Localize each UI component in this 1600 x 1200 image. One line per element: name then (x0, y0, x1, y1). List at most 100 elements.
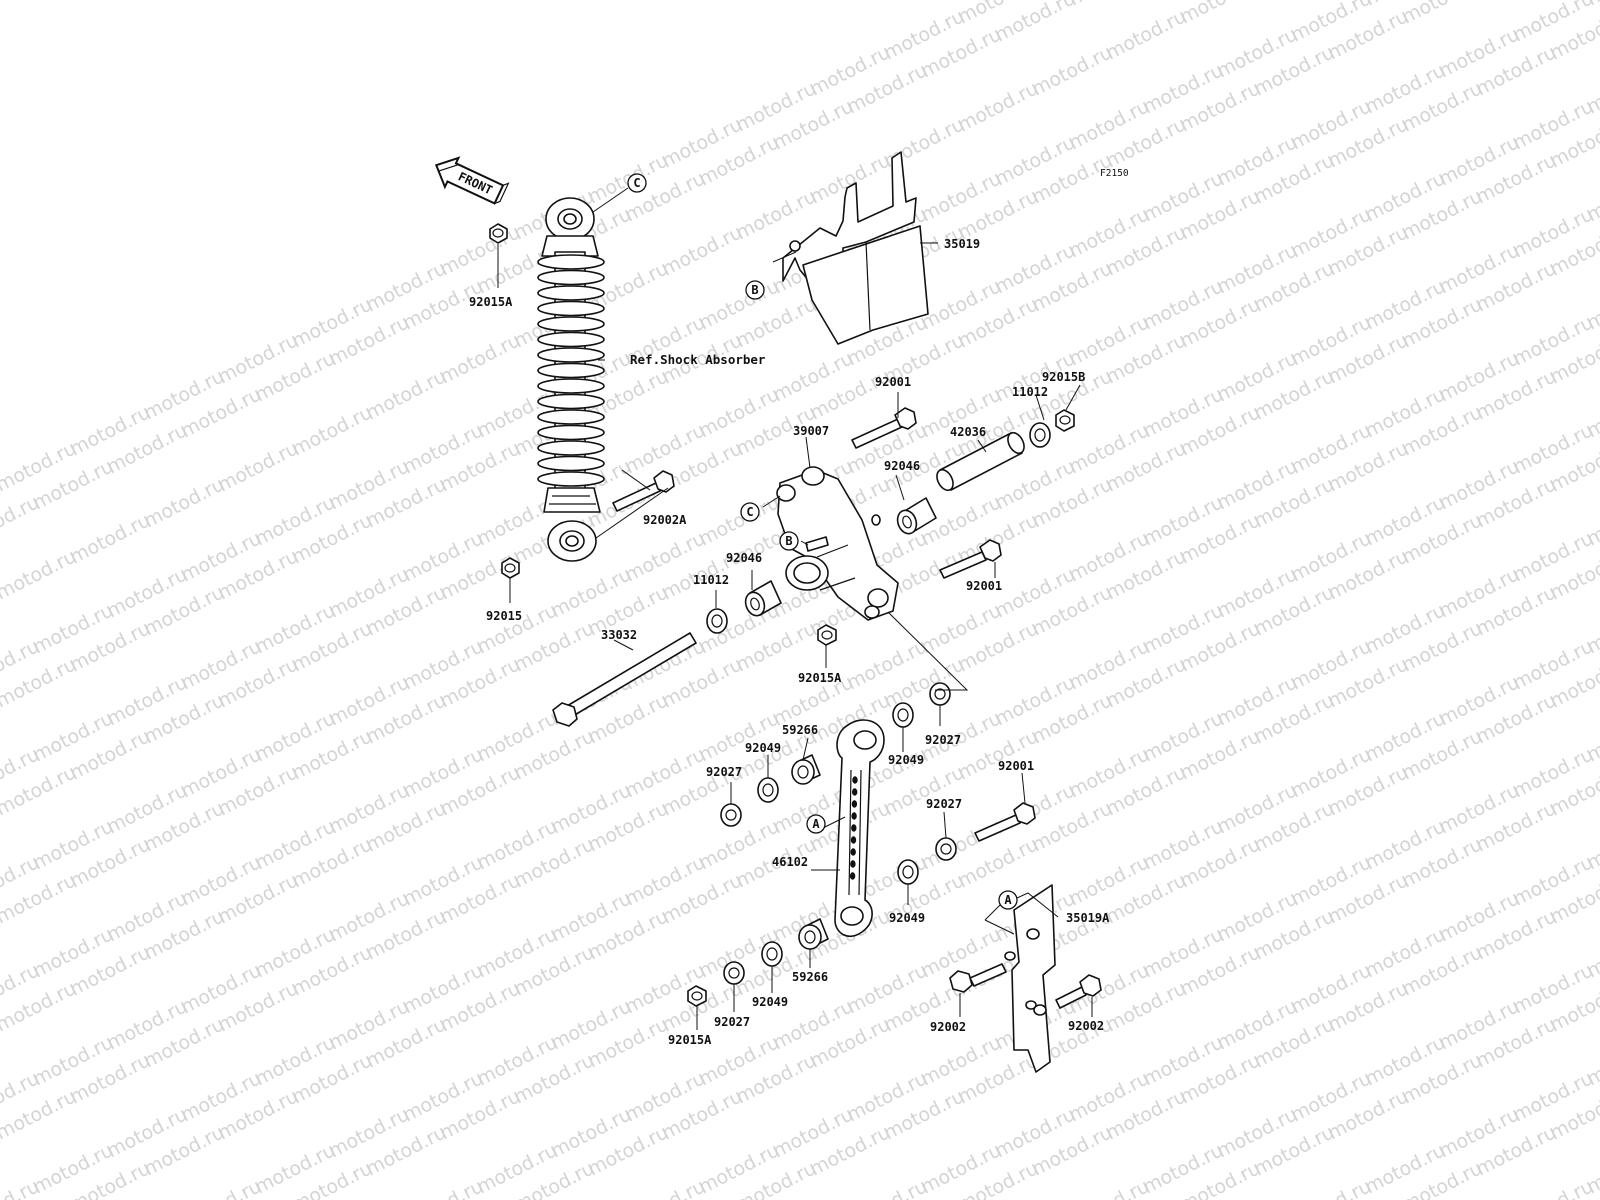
rocker-arm-39007-drawing (776, 466, 899, 621)
bearing-92046-upper (896, 497, 937, 535)
rod-hole (850, 836, 857, 844)
washer-92027-upper-left (720, 803, 742, 827)
label-11012-upper: 11012 (1012, 385, 1048, 399)
label-92002-right: 92002 (1068, 1019, 1104, 1033)
rod-hole (852, 776, 858, 784)
label-59266-upper: 59266 (782, 723, 818, 737)
spring-coil (537, 424, 605, 441)
svg-text:B: B (751, 283, 758, 297)
svg-text:C: C (633, 176, 640, 190)
spring-coil (537, 300, 605, 317)
seal-11012-upper (1029, 422, 1051, 448)
marker-a-rod: A (806, 814, 826, 834)
nut-92015a-middle (817, 624, 837, 646)
washer-92049-lower (761, 941, 783, 967)
label-39007: 39007 (793, 424, 829, 438)
tie-rod-46102-drawing (834, 719, 885, 937)
spacer-59266-lower (798, 918, 829, 950)
spring-coil (537, 409, 605, 425)
shaft-33032 (552, 632, 697, 727)
watermark-text: motod.ru (732, 185, 820, 244)
svg-text:A: A (1004, 893, 1012, 907)
bolt-92002-right (1055, 974, 1102, 1009)
label-46102: 46102 (772, 855, 808, 869)
rod-hole (852, 788, 858, 796)
watermark-text: motod.ru (1065, 0, 1153, 10)
spring-coil (537, 254, 605, 270)
marker-c-top: C (627, 173, 647, 193)
svg-text:B: B (785, 534, 792, 548)
spring-coil (537, 378, 605, 394)
label-92001-lower: 92001 (998, 759, 1034, 773)
marker-b-top: B (745, 280, 765, 300)
washer-92027-middle-right (935, 837, 957, 861)
label-92015b: 92015B (1042, 370, 1085, 384)
rod-hole (850, 848, 856, 856)
marker-a-plate: A (998, 890, 1018, 910)
label-92049-upper-right: 92049 (888, 753, 924, 767)
spring-coil (537, 331, 605, 348)
label-35019: 35019 (944, 237, 980, 251)
nut-92015a-top (489, 223, 508, 244)
label-92027-middle-right: 92027 (926, 797, 962, 811)
label-35019a: 35019A (1066, 911, 1110, 925)
part-labels: F2150 Ref.Shock Absorber 92015A 35019 92… (469, 168, 1129, 1047)
nut-92015a-bottom (687, 985, 707, 1007)
svg-text:A: A (812, 817, 820, 831)
watermark-text: motod.ru (140, 473, 228, 532)
label-92049-middle-right: 92049 (889, 911, 925, 925)
bolt-92002a (612, 470, 675, 512)
label-92001-upper: 92001 (875, 375, 911, 389)
watermark-text: motod.ru (1028, 41, 1116, 100)
rod-hole (851, 800, 858, 808)
svg-text:C: C (746, 505, 753, 519)
washer-92049-middle-right (897, 859, 919, 885)
bolt-92002-left (949, 963, 1007, 993)
watermark-text: motod.ru (1398, 0, 1486, 28)
watermark-text: motod.ru (436, 329, 524, 388)
watermark-text: motod.ru (1583, 0, 1600, 10)
nut-92015-bottom (501, 557, 520, 579)
watermark-text: motod.ru (214, 437, 302, 496)
label-33032: 33032 (601, 628, 637, 642)
spacer-59266-upper (791, 754, 821, 785)
label-92046-lower: 92046 (726, 551, 762, 565)
washer-92049-upper-right (892, 702, 914, 728)
leader-lines (497, 187, 1093, 1030)
spring-coil (537, 347, 605, 363)
plate-35019a-drawing (1004, 884, 1056, 1073)
label-59266-lower: 59266 (792, 970, 828, 984)
watermark-text: motod.ru (362, 365, 450, 424)
front-arrow-icon: FRONT (434, 156, 510, 205)
label-42036: 42036 (950, 425, 986, 439)
spring-coil (537, 393, 605, 410)
spring-coil (537, 471, 605, 487)
bolt-92001-middle (939, 539, 1002, 579)
nut-92015b (1055, 409, 1075, 432)
watermark-text: motod.ru (1102, 5, 1190, 64)
spring-coil (537, 285, 605, 301)
bearing-92046-lower (744, 580, 782, 617)
figure-code: F2150 (1100, 168, 1129, 179)
washer-92027-lower (723, 961, 745, 985)
bolt-92001-upper (851, 407, 917, 449)
watermark-text: motod.ru (1176, 0, 1264, 28)
watermark-text: motod.ru (954, 77, 1042, 136)
marker-c-rocker: C (740, 502, 760, 522)
marker-b-rocker: B (779, 531, 799, 551)
label-92015a-bottom: 92015A (668, 1033, 712, 1047)
label-11012-lower: 11012 (693, 573, 729, 587)
spring-coil (537, 362, 605, 379)
watermark-text: motod.ru (288, 401, 376, 460)
washer-92049-upper-left (757, 777, 779, 803)
reference-label: Ref.Shock Absorber (630, 352, 766, 367)
spring-coil (537, 316, 605, 332)
label-92027-upper-right: 92027 (925, 733, 961, 747)
label-92015: 92015 (486, 609, 522, 623)
label-92002a: 92002A (643, 513, 687, 527)
rod-hole (849, 872, 856, 880)
shock-absorber-drawing (537, 197, 605, 562)
rod-hole (850, 860, 856, 868)
